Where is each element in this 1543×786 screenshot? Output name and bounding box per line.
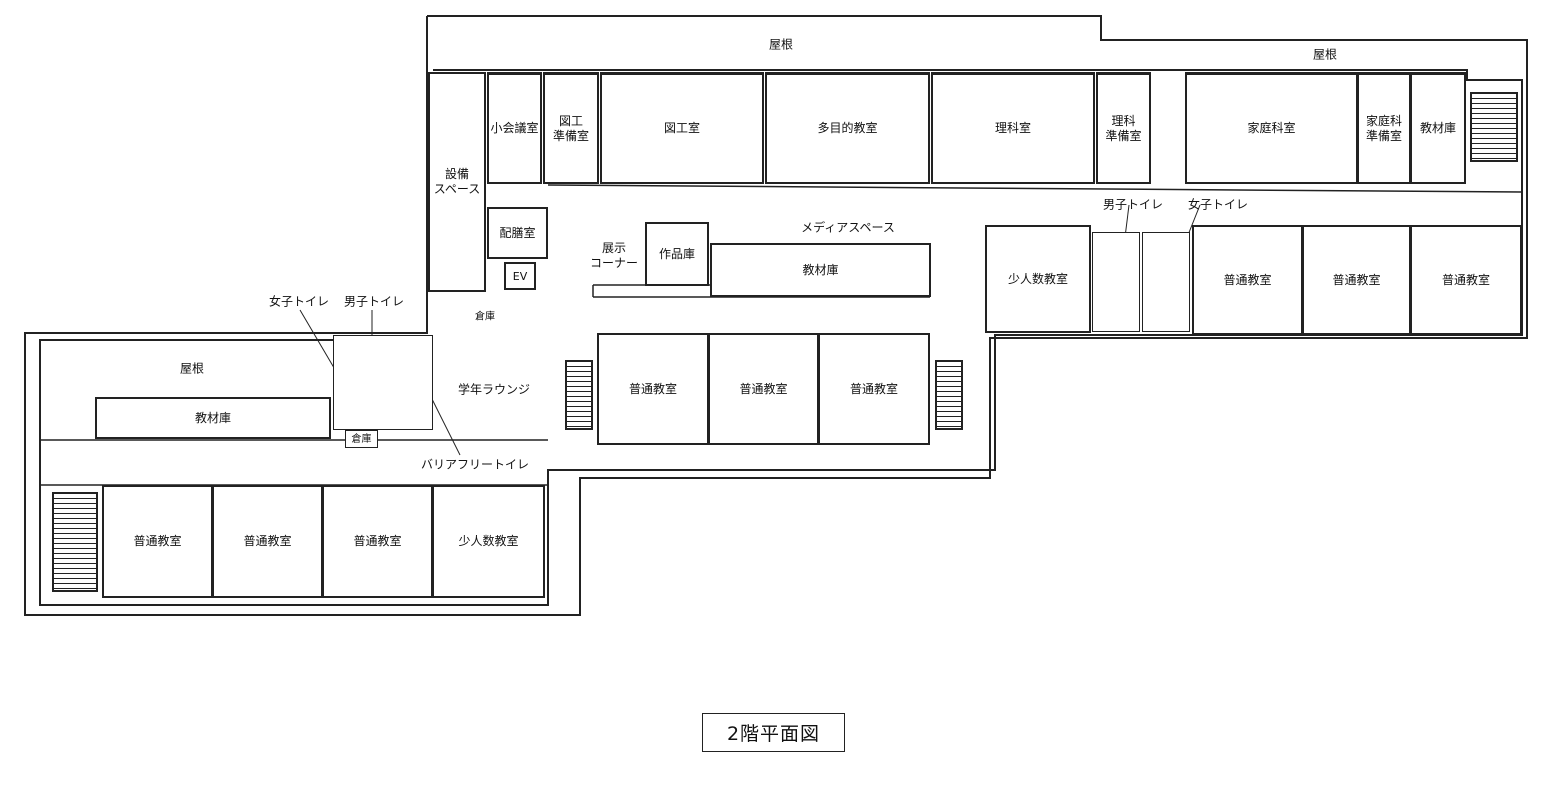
small-meeting-room: 小会議室 (487, 72, 542, 184)
display-corner-label: 展示 コーナー (589, 241, 639, 270)
serving-room: 配膳室 (487, 207, 548, 259)
multipurpose-room: 多目的教室 (765, 72, 930, 184)
classroom-left-2: 普通教室 (212, 485, 323, 598)
equipment-space: 設備 スペース (428, 72, 486, 292)
science-room: 理科室 (931, 72, 1095, 184)
boys-toilet-right (1092, 232, 1140, 332)
art-prep-room: 図工 準備室 (543, 72, 599, 184)
elevator: EV (504, 262, 536, 290)
classroom-left-3: 普通教室 (322, 485, 433, 598)
storage-label-ev: 倉庫 (475, 311, 495, 323)
toilets-left (333, 335, 433, 430)
art-room: 図工室 (600, 72, 764, 184)
stairs-top-right (1470, 92, 1518, 162)
classroom-middle-2: 普通教室 (708, 333, 819, 445)
stairs-middle-left (565, 360, 593, 430)
roof-label-top-right: 屋根 (1312, 47, 1338, 62)
classroom-left-1: 普通教室 (102, 485, 213, 598)
girls-toilet-right (1142, 232, 1190, 332)
materials-room-center: 教材庫 (710, 243, 931, 297)
small-class-room-right: 少人数教室 (985, 225, 1091, 333)
grade-lounge-label: 学年ラウンジ (457, 382, 531, 397)
small-class-room-left: 少人数教室 (432, 485, 545, 598)
stairs-left (52, 492, 98, 592)
materials-room-left: 教材庫 (95, 397, 331, 439)
materials-room-top: 教材庫 (1410, 72, 1466, 184)
media-space-label: メディアスペース (801, 220, 895, 235)
boys-toilet-label-left: 男子トイレ (343, 294, 405, 309)
classroom-middle-3: 普通教室 (818, 333, 930, 445)
barrier-free-toilet-label: バリアフリートイレ (420, 457, 530, 472)
storage-left: 倉庫 (345, 430, 378, 448)
home-ec-room: 家庭科室 (1185, 72, 1358, 184)
artwork-storage: 作品庫 (645, 222, 709, 286)
classroom-right-1: 普通教室 (1192, 225, 1303, 335)
girls-toilet-label-left: 女子トイレ (268, 294, 330, 309)
roof-label-top-left: 屋根 (768, 37, 794, 52)
boys-toilet-label-right: 男子トイレ (1102, 197, 1164, 212)
science-prep-room: 理科 準備室 (1096, 72, 1151, 184)
plan-title: 2階平面図 (702, 713, 845, 752)
home-ec-prep-room: 家庭科 準備室 (1357, 72, 1411, 184)
girls-toilet-label-right: 女子トイレ (1187, 197, 1249, 212)
roof-label-left: 屋根 (179, 361, 205, 376)
classroom-middle-1: 普通教室 (597, 333, 709, 445)
stairs-middle-right (935, 360, 963, 430)
classroom-right-2: 普通教室 (1302, 225, 1411, 335)
classroom-right-3: 普通教室 (1410, 225, 1522, 335)
